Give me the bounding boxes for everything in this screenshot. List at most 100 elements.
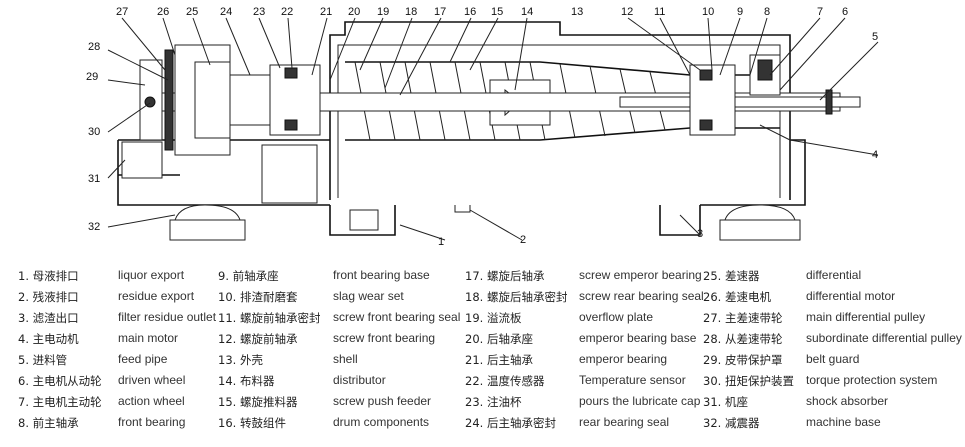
feed-pipe (619, 96, 861, 108)
legend-item-15-chinese: 15. 螺旋推料器 (218, 395, 298, 409)
legend-item-2-chinese: 2. 残液排口 (18, 290, 79, 304)
legend-item-2-english: residue export (118, 289, 195, 303)
legend-item-14-english: distributor (333, 373, 386, 387)
legend-item-10-english: slag wear set (333, 289, 404, 303)
callout-17: 17 (434, 6, 446, 18)
legend-item-17-english: screw emperor bearing (579, 268, 702, 282)
legend-item-13-chinese: 13. 外壳 (218, 353, 263, 367)
legend-item-1-chinese: 1. 母液排口 (18, 269, 79, 283)
legend-item-5-english: feed pipe (118, 352, 168, 366)
callout-20: 20 (348, 6, 360, 18)
shell (329, 21, 791, 200)
legend-item-14-chinese: 14. 布料器 (218, 374, 275, 388)
legend-item-13-english: shell (333, 352, 358, 366)
callout-11: 11 (654, 6, 665, 18)
callout-30: 30 (88, 126, 100, 138)
callout-24: 24 (220, 6, 232, 18)
legend-item-25-english: differential (806, 268, 862, 282)
callout-31: 31 (88, 173, 100, 185)
callout-15: 15 (491, 6, 503, 18)
legend-item-19-english: overflow plate (579, 310, 654, 324)
callout-7: 7 (817, 6, 823, 18)
legend-item-31-chinese: 31. 机座 (703, 395, 748, 409)
legend-item-29-chinese: 29. 皮带保护罩 (703, 353, 783, 367)
base-panel-left (121, 141, 163, 179)
callout-18: 18 (405, 6, 417, 18)
legend-item-3-chinese: 3. 滤渣出口 (18, 311, 79, 325)
callout-21: 21 (320, 6, 332, 18)
legend-item-12-chinese: 12. 螺旋前轴承 (218, 332, 298, 346)
legend-item-6-chinese: 6. 主电机从动轮 (18, 374, 102, 388)
callout-28: 28 (88, 41, 100, 53)
callout-16: 16 (464, 6, 476, 18)
legend-item-7-english: action wheel (118, 394, 185, 408)
legend-item-28-english: subordinate differential pulley (806, 331, 962, 345)
legend-item-3-english: filter residue outlet (118, 310, 217, 324)
legend-item-11-chinese: 11. 螺旋前轴承密封 (218, 311, 321, 325)
legend-item-18-chinese: 18. 螺旋后轴承密封 (465, 290, 568, 304)
legend-item-28-chinese: 28. 从差速带轮 (703, 332, 783, 346)
legend-item-12-english: screw front bearing (333, 331, 436, 345)
legend-item-32-chinese: 32. 减震器 (703, 416, 760, 430)
main-differential-pulley (164, 49, 174, 151)
leader-lines (107, 17, 879, 241)
legend-item-8-english: front bearing (118, 415, 186, 429)
legend-item-6-english: driven wheel (118, 373, 186, 387)
legend-item-22-chinese: 22. 温度传感器 (465, 374, 545, 388)
legend-item-27-chinese: 27. 主差速带轮 (703, 311, 783, 325)
callout-4: 4 (872, 149, 878, 161)
legend-item-22-english: Temperature sensor (579, 373, 686, 387)
callout-22: 22 (281, 6, 293, 18)
shock-absorber-right (724, 204, 796, 221)
legend-item-16-chinese: 16. 转鼓组件 (218, 416, 286, 430)
legend-item-17-chinese: 17. 螺旋后轴承 (465, 269, 545, 283)
shock-absorber-left (174, 204, 241, 221)
callout-2: 2 (520, 234, 526, 246)
differential (194, 61, 231, 139)
legend-item-5-chinese: 5. 进料管 (18, 353, 68, 367)
callout-3: 3 (697, 228, 703, 240)
legend-item-24-chinese: 24. 后主轴承密封 (465, 416, 556, 430)
legend-item-30-chinese: 30. 扭矩保护装置 (703, 374, 794, 388)
filter-residue-outlet (659, 205, 701, 236)
legend-item-27-english: main differential pulley (806, 310, 926, 324)
legend-item-20-english: emperor bearing base (579, 331, 697, 345)
legend-item-31-english: shock absorber (806, 394, 889, 408)
callout-12: 12 (621, 6, 633, 18)
legend-item-10-chinese: 10. 排渣耐磨套 (218, 290, 298, 304)
machine-drawing (117, 21, 861, 241)
callout-19: 19 (377, 6, 389, 18)
legend-item-24-english: rear bearing seal (579, 415, 670, 429)
base-panel-mid (261, 144, 318, 204)
callout-26: 26 (157, 6, 169, 18)
legend-item-1-english: liquor export (118, 268, 185, 282)
legend-item-7-chinese: 7. 主电机主动轮 (18, 395, 102, 409)
legend-item-32-english: machine base (806, 415, 881, 429)
legend-item-30-english: torque protection system (806, 373, 938, 387)
legend-item-26-chinese: 26. 差速电机 (703, 290, 771, 304)
legend-item-21-english: emperor bearing (579, 352, 668, 366)
callout-32: 32 (88, 221, 100, 233)
centrifuge-cross-section-diagram: 27 26 25 24 23 22 21 20 19 18 17 16 15 1… (86, 6, 879, 248)
legend-item-26-english: differential motor (806, 289, 896, 303)
legend-item-18-english: screw rear bearing seal (579, 289, 704, 303)
callout-numbers: 27 26 25 24 23 22 21 20 19 18 17 16 15 1… (86, 6, 878, 248)
legend-item-16-english: drum components (333, 415, 430, 429)
callout-23: 23 (253, 6, 265, 18)
legend-item-25-chinese: 25. 差速器 (703, 269, 760, 283)
feed-pipe-end (825, 89, 833, 115)
legend-item-9-english: front bearing base (333, 268, 430, 282)
parts-legend: 1. 母液排口 liquor export 2. 残液排口 residue expor… (0, 262, 965, 447)
legend-item-11-english: screw front bearing seal (333, 310, 461, 324)
callout-9: 9 (737, 6, 743, 18)
legend-item-8-chinese: 8. 前主轴承 (18, 416, 79, 430)
legend-item-4-chinese: 4. 主电动机 (18, 332, 79, 346)
callout-8: 8 (764, 6, 770, 18)
callout-14: 14 (521, 6, 533, 18)
legend-item-23-chinese: 23. 注油杯 (465, 395, 522, 409)
legend-item-21-chinese: 21. 后主轴承 (465, 353, 533, 367)
liquor-export-outlet (329, 205, 396, 236)
callout-25: 25 (186, 6, 198, 18)
callout-10: 10 (702, 6, 714, 18)
callout-27: 27 (116, 6, 128, 18)
